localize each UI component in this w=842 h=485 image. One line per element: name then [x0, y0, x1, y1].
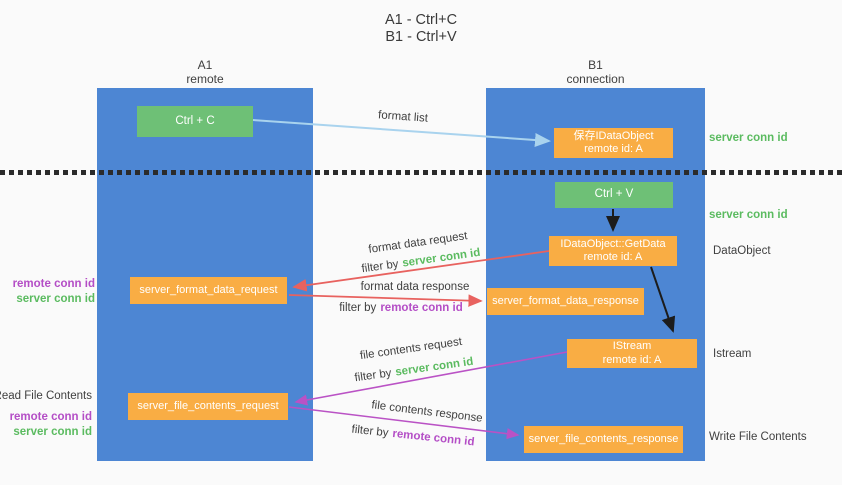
filter-by-prefix: filter by — [350, 423, 390, 440]
read-file-contents-label: Read File Contents — [0, 390, 92, 402]
format-data-response-arrow — [288, 294, 483, 307]
title-line-1: A1 - Ctrl+C — [384, 12, 458, 28]
filter-by-remote-conn-id: remote conn id — [380, 302, 463, 314]
left-server-conn-id-top-label: server conn id — [16, 293, 95, 305]
diagram-title: A1 - Ctrl+C B1 - Ctrl+V — [0, 12, 842, 46]
left-remote-conn-id-top-label: remote conn id — [12, 278, 95, 290]
node-ctrl-c: Ctrl + C — [137, 106, 253, 137]
node-save-idataobject: 保存IDataObject remote id: A — [554, 128, 673, 158]
filter-by-remote-conn-id: remote conn id — [391, 427, 476, 449]
node-idataobject-getdata: IDataObject::GetData remote id: A — [549, 236, 677, 266]
node-idataobject-getdata-line2: remote id: A — [583, 251, 643, 263]
lane-a1-name: A1 — [197, 58, 213, 72]
node-istream-line1: IStream — [612, 340, 652, 352]
left-conn-id-top-group: remote conn id server conn id — [13, 277, 95, 307]
filter-by-server-conn-id: server conn id — [394, 355, 475, 379]
istream-side-label: Istream — [713, 348, 752, 360]
node-server-format-data-request-label: server_format_data_request — [139, 283, 278, 296]
lane-b1-name: B1 — [588, 58, 603, 72]
node-istream-line2: remote id: A — [602, 353, 662, 366]
node-server-file-contents-response: server_file_contents_response — [524, 426, 683, 453]
left-server-conn-id-bottom-label: server conn id — [13, 426, 92, 438]
lane-a1-subtitle: remote — [186, 72, 224, 86]
node-istream: IStream remote id: A — [567, 339, 697, 368]
node-server-format-data-request: server_format_data_request — [130, 277, 287, 304]
node-server-file-contents-request: server_file_contents_request — [128, 393, 288, 420]
node-server-format-data-response: server_format_data_response — [487, 288, 644, 315]
node-server-format-data-response-label: server_format_data_response — [492, 294, 639, 307]
node-idataobject-getdata-line1: IDataObject::GetData — [560, 237, 666, 250]
node-ctrl-v-label: Ctrl + V — [594, 188, 634, 201]
title-line-2: B1 - Ctrl+V — [385, 29, 457, 45]
node-server-file-contents-response-label: server_file_contents_response — [528, 432, 679, 445]
file-contents-response-label: file contents response — [370, 399, 484, 425]
left-remote-conn-id-bottom-label: remote conn id — [9, 411, 92, 423]
filter-by-prefix: filter by — [360, 258, 400, 276]
left-conn-id-bottom-group: remote conn id server conn id — [10, 410, 92, 440]
node-save-idataobject-line1: 保存IDataObject — [573, 129, 654, 142]
node-server-file-contents-request-label: server_file_contents_request — [137, 399, 279, 412]
right-server-conn-id-mid-label: server conn id — [709, 209, 788, 221]
node-ctrl-v: Ctrl + V — [555, 182, 673, 208]
filter-by-prefix: filter by — [353, 367, 393, 385]
lane-header-b1: B1 connection — [486, 58, 705, 86]
dataobject-label: DataObject — [713, 245, 771, 257]
node-save-idataobject-line2: remote id: A — [584, 143, 643, 155]
filter-by-server-conn-id: server conn id — [401, 246, 482, 270]
dotted-separator — [0, 170, 842, 175]
lane-b1-subtitle: connection — [566, 72, 625, 86]
format-list-label: format list — [377, 109, 429, 125]
format-data-response-label: format data response — [360, 281, 470, 293]
right-server-conn-id-top-label: server conn id — [709, 132, 788, 144]
write-file-contents-label: Write File Contents — [709, 431, 807, 443]
node-ctrl-c-label: Ctrl + C — [175, 114, 215, 127]
lane-header-a1: A1 remote — [97, 58, 313, 86]
filter-by-prefix: filter by — [339, 302, 377, 314]
